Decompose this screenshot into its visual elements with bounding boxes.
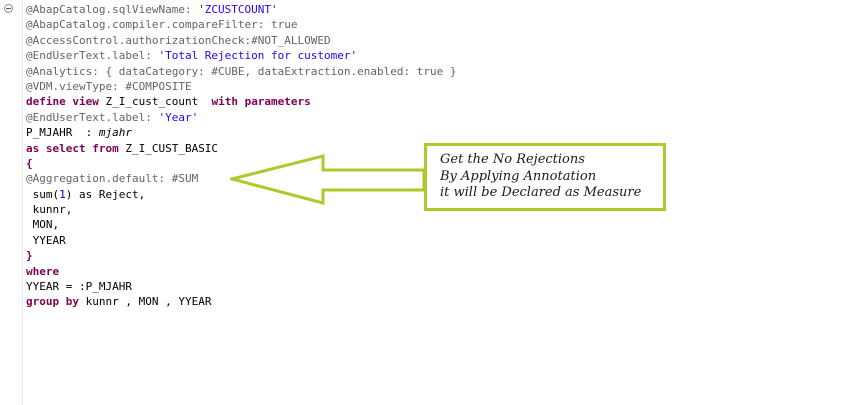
code-line: @AbapCatalog.compiler.compareFilter: tru… bbox=[26, 17, 456, 32]
code-token: P_MJAHR : bbox=[26, 126, 99, 140]
code-line: @EndUserText.label: 'Total Rejection for… bbox=[26, 48, 456, 63]
code-token: Z_I_CUST_BASIC bbox=[118, 141, 219, 155]
code-token: } bbox=[26, 249, 33, 263]
code-token: MON, bbox=[26, 218, 60, 232]
code-token: 'Year' bbox=[158, 110, 199, 124]
code-token: YYEAR = :P_MJAHR bbox=[26, 280, 132, 294]
code-token: group by bbox=[26, 295, 79, 309]
code-line: @AccessControl.authorizationCheck:#NOT_A… bbox=[26, 33, 456, 48]
code-line: @Analytics: { dataCategory: #CUBE, dataE… bbox=[26, 64, 456, 79]
fold-collapse-icon[interactable] bbox=[4, 4, 13, 13]
code-token: { bbox=[26, 156, 33, 170]
annotation-callout: Get the No Rejections By Applying Annota… bbox=[424, 143, 666, 211]
code-token: kunnr , MON , YYEAR bbox=[78, 295, 212, 309]
code-line: MON, bbox=[26, 217, 456, 232]
code-line: @EndUserText.label: 'Year' bbox=[26, 110, 456, 125]
code-line: where bbox=[26, 264, 456, 279]
code-token: @EndUserText.label: bbox=[26, 110, 159, 124]
callout-line-2: By Applying Annotation bbox=[440, 168, 597, 184]
code-token: sum( bbox=[26, 187, 60, 201]
code-line: YYEAR = :P_MJAHR bbox=[26, 279, 456, 294]
code-token: @VDM.viewType: #COMPOSITE bbox=[26, 79, 192, 93]
code-line: YYEAR bbox=[26, 233, 456, 248]
code-token: @AbapCatalog.compiler.compareFilter: tru… bbox=[26, 18, 298, 32]
code-line: group by kunnr , MON , YYEAR bbox=[26, 294, 456, 309]
code-line: @VDM.viewType: #COMPOSITE bbox=[26, 79, 456, 94]
code-line: @AbapCatalog.sqlViewName: 'ZCUSTCOUNT' bbox=[26, 2, 456, 17]
code-line: { bbox=[26, 156, 456, 171]
code-token: 1 bbox=[59, 187, 66, 201]
code-token: @AbapCatalog.sqlViewName: bbox=[26, 3, 199, 16]
code-line: @Aggregation.default: #SUM bbox=[26, 171, 456, 186]
code-token: 'Total Rejection for customer' bbox=[158, 49, 358, 63]
code-token: YYEAR bbox=[26, 233, 66, 247]
code-line: kunnr, bbox=[26, 202, 456, 217]
code-line: define view Z_I_cust_count with paramete… bbox=[26, 94, 456, 109]
code-token: 'ZCUSTCOUNT' bbox=[198, 3, 278, 16]
code-token: define view bbox=[26, 95, 99, 109]
code-token: @Analytics: { dataCategory: #CUBE, dataE… bbox=[26, 64, 457, 78]
code-token: mjahr bbox=[98, 126, 132, 140]
callout-line-3: it will be Declared as Measure bbox=[440, 185, 642, 200]
code-token: ) as Reject, bbox=[65, 187, 146, 201]
code-token: @EndUserText.label: bbox=[26, 49, 159, 63]
code-line: } bbox=[26, 248, 456, 263]
code-token: @Aggregation.default: #SUM bbox=[26, 172, 199, 186]
code-token: Z_I_cust_count bbox=[98, 95, 212, 109]
code-token: with parameters bbox=[211, 95, 311, 109]
code-area[interactable]: @AbapCatalog.sqlViewName: 'ZCUSTCOUNT'@A… bbox=[26, 2, 456, 310]
code-token: where bbox=[26, 264, 60, 278]
code-token: @AccessControl.authorizationCheck:#NOT_A… bbox=[26, 33, 331, 47]
editor-gutter bbox=[0, 0, 23, 405]
callout-line-1: Get the No Rejections bbox=[440, 152, 585, 167]
arrow-pointer-icon bbox=[230, 154, 426, 205]
code-line: P_MJAHR : mjahr bbox=[26, 125, 456, 140]
code-token: kunnr, bbox=[26, 203, 73, 217]
code-line: as select from Z_I_CUST_BASIC bbox=[26, 141, 456, 156]
code-token: as select from bbox=[26, 141, 119, 155]
code-line: sum(1) as Reject, bbox=[26, 187, 456, 202]
